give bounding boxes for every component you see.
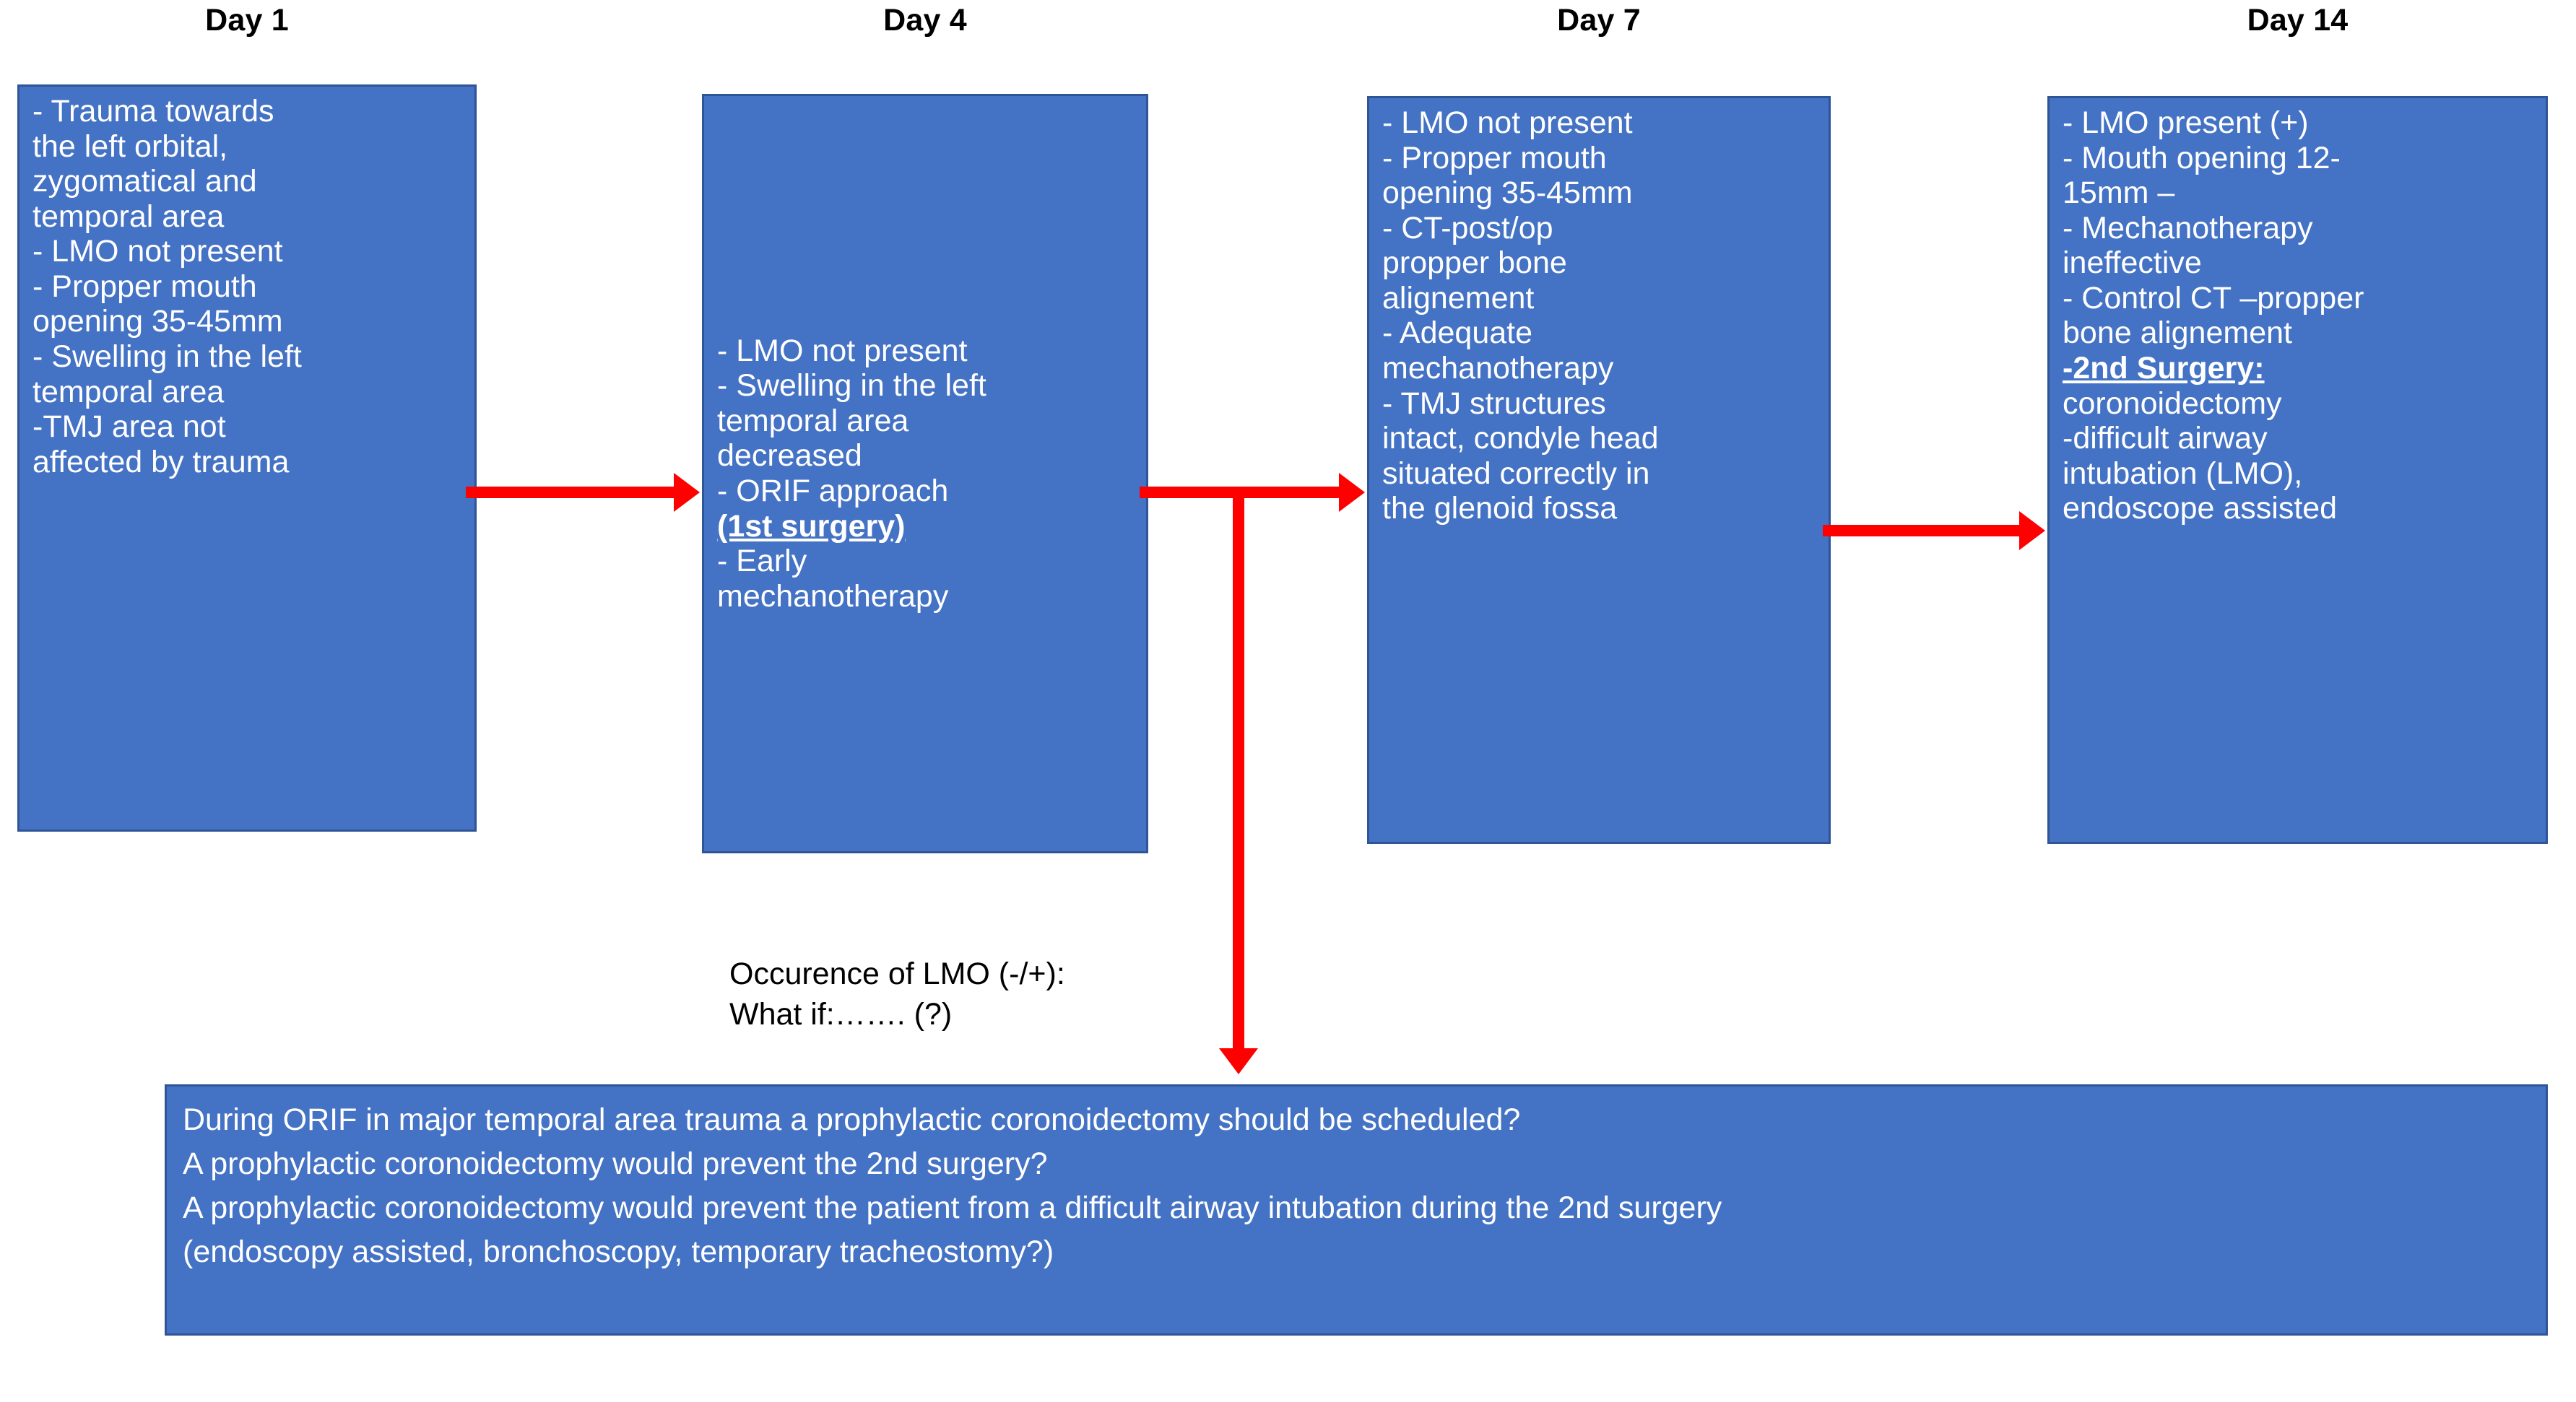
stage-4-line-2: 15mm – bbox=[2063, 175, 2175, 211]
stage-3-line-11: the glenoid fossa bbox=[1382, 491, 1618, 526]
stage-3-line-6: - Adequate bbox=[1382, 315, 1533, 351]
stage-4-line-6: bone alignement bbox=[2063, 315, 2292, 351]
stage-3-line-5: alignement bbox=[1382, 280, 1535, 315]
stage-4-line-10: intubation (LMO), bbox=[2063, 456, 2303, 491]
stage-3-line-1: - Propper mouth bbox=[1382, 140, 1607, 175]
stage-1-line-3: temporal area bbox=[32, 199, 225, 234]
stage-1-line-6: opening 35-45mm bbox=[32, 304, 283, 339]
stage-box-day-14: - LMO present (+) - Mouth opening 12- 15… bbox=[2047, 96, 2548, 844]
stage-1-line-9: -TMJ area not bbox=[32, 409, 226, 445]
stage-2-line-0: - LMO not present bbox=[717, 333, 968, 368]
day-label-2: Day 4 bbox=[883, 3, 967, 38]
arrow-head-icon bbox=[674, 473, 700, 512]
stage-1-line-0: - Trauma towards bbox=[32, 94, 274, 129]
question-box: During ORIF in major temporal area traum… bbox=[165, 1084, 2548, 1336]
stage-1-line-8: temporal area bbox=[32, 374, 225, 409]
stage-4-line-1: - Mouth opening 12- bbox=[2063, 140, 2341, 175]
stage-3-line-4: propper bone bbox=[1382, 245, 1567, 281]
stage-2-line-4: - ORIF approach bbox=[717, 474, 949, 508]
stage-4-line-7-second-surgery: -2nd Surgery: bbox=[2063, 351, 2265, 386]
stage-3-line-9: intact, condyle head bbox=[1382, 421, 1659, 456]
day-label-1: Day 1 bbox=[205, 3, 289, 38]
arrow-day7-to-day14 bbox=[1823, 511, 2045, 550]
stage-box-day-4: - LMO not present - Swelling in the left… bbox=[702, 94, 1148, 853]
stage-4-line-9: -difficult airway bbox=[2063, 421, 2268, 456]
stage-1-line-4: - LMO not present bbox=[32, 234, 283, 269]
stage-2-line-1: - Swelling in the left bbox=[717, 368, 986, 404]
branch-annotation-line-0: Occurence of LMO (-/+): bbox=[729, 957, 1065, 991]
arrow-head-icon bbox=[1339, 473, 1365, 512]
stage-4-line-3: - Mechanotherapy bbox=[2063, 210, 2313, 245]
stage-box-day-1: - Trauma towards the left orbital, zygom… bbox=[17, 84, 477, 832]
day-label-4: Day 14 bbox=[2247, 3, 2349, 38]
stage-3-line-10: situated correctly in bbox=[1382, 456, 1650, 491]
stage-2-line-3: decreased bbox=[717, 438, 862, 474]
stage-2-line-7: mechanotherapy bbox=[717, 578, 949, 614]
question-line-2: A prophylactic coronoidectomy would prev… bbox=[183, 1190, 1722, 1226]
stage-4-line-4: ineffective bbox=[2063, 245, 2202, 281]
stage-3-line-7: mechanotherapy bbox=[1382, 351, 1614, 386]
stage-4-line-8: coronoidectomy bbox=[2063, 386, 2282, 421]
question-line-3: (endoscopy assisted, bronchoscopy, tempo… bbox=[183, 1235, 1054, 1270]
stage-3-line-3: - CT-post/op bbox=[1382, 210, 1553, 245]
stage-3-line-2: opening 35-45mm bbox=[1382, 175, 1633, 211]
stage-1-line-7: - Swelling in the left bbox=[32, 339, 302, 375]
stage-1-line-1: the left orbital, bbox=[32, 129, 228, 164]
stage-4-line-11: endoscope assisted bbox=[2063, 491, 2338, 526]
arrow-day1-to-day4 bbox=[466, 473, 700, 512]
stage-4-line-0: - LMO present (+) bbox=[2063, 105, 2309, 140]
stage-1-line-10: affected by trauma bbox=[32, 444, 290, 479]
question-line-0: During ORIF in major temporal area traum… bbox=[183, 1102, 1521, 1137]
arrow-head-icon bbox=[2019, 511, 2045, 550]
branch-annotation-line-1: What if:……. (?) bbox=[729, 996, 953, 1032]
stage-3-line-8: - TMJ structures bbox=[1382, 386, 1606, 421]
stage-2-line-6: - Early bbox=[717, 544, 807, 579]
stage-1-line-2: zygomatical and bbox=[32, 164, 257, 199]
question-line-1: A prophylactic coronoidectomy would prev… bbox=[183, 1146, 1048, 1182]
stage-2-line-2: temporal area bbox=[717, 403, 909, 438]
branch-annotation: Occurence of LMO (-/+): What if:……. (?) bbox=[729, 954, 1065, 1035]
stage-1-line-5: - Propper mouth bbox=[32, 269, 257, 304]
stage-3-line-0: - LMO not present bbox=[1382, 105, 1633, 140]
stage-4-line-5: - Control CT –propper bbox=[2063, 280, 2364, 315]
arrow-branch-down-to-questions bbox=[1219, 487, 1258, 1074]
stage-2-line-5-first-surgery: (1st surgery) bbox=[717, 508, 906, 544]
stage-box-day-7: - LMO not present - Propper mouth openin… bbox=[1367, 96, 1831, 844]
day-label-3: Day 7 bbox=[1557, 3, 1641, 38]
arrow-head-icon bbox=[1219, 1048, 1258, 1074]
